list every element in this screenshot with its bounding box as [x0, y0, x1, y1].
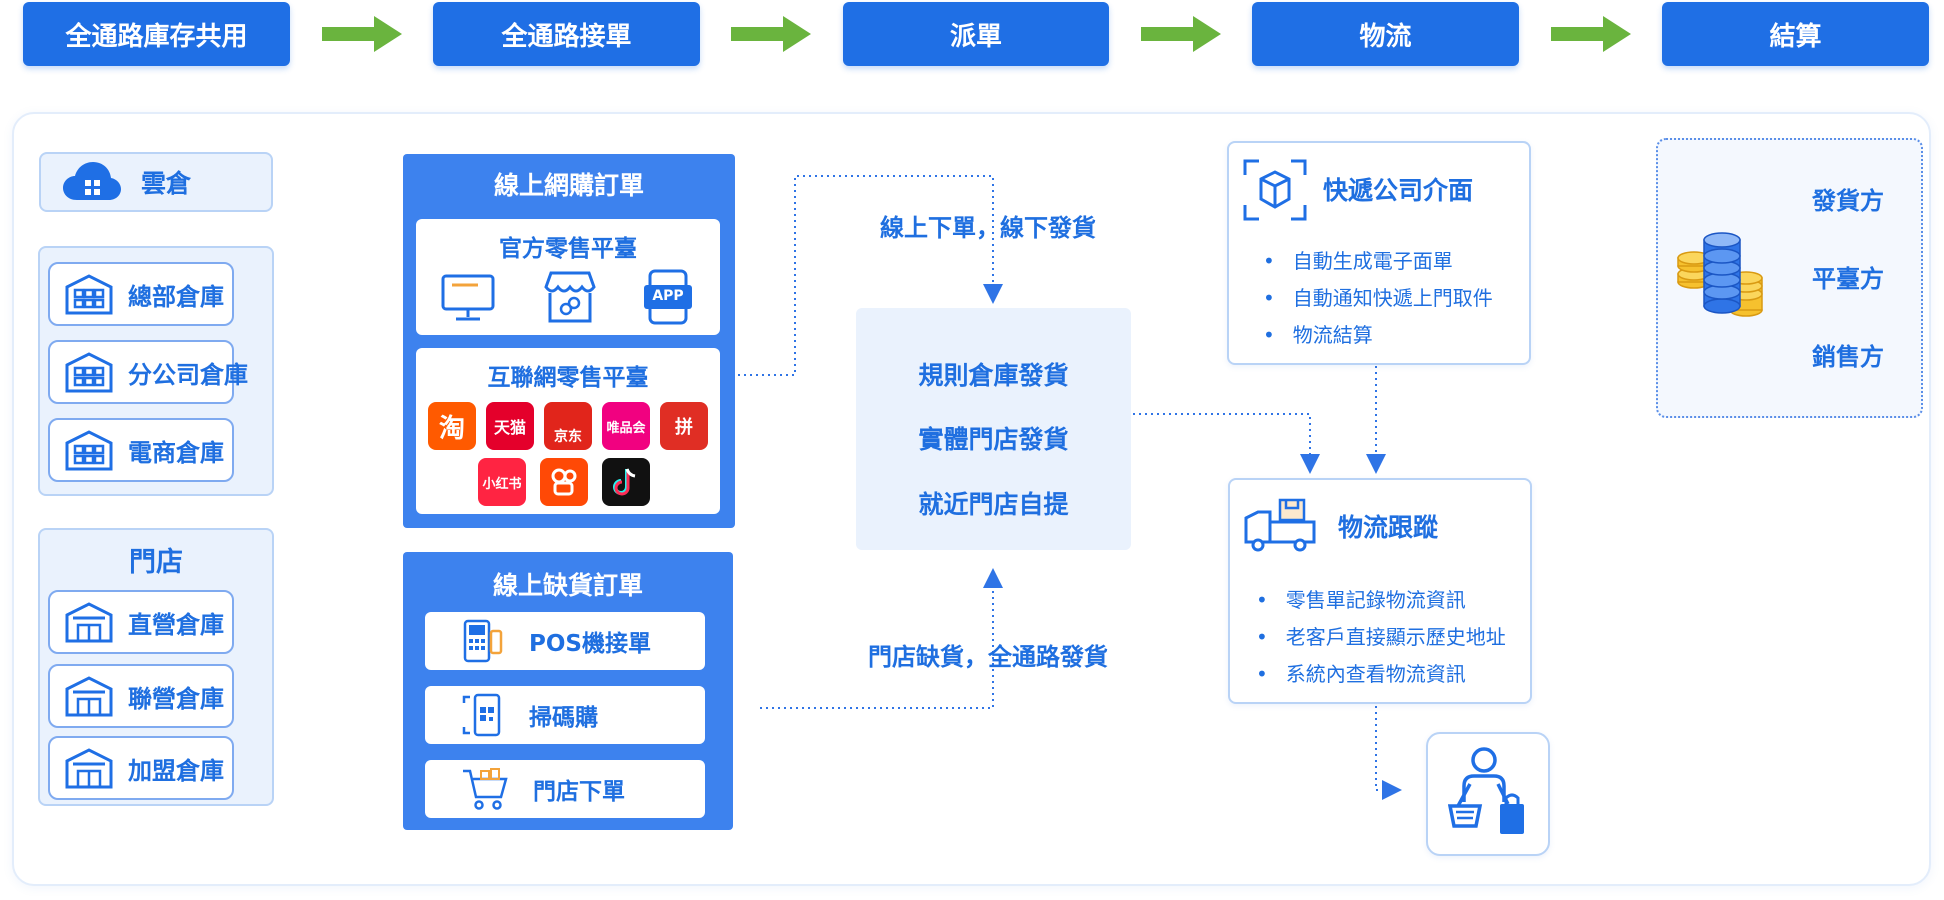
flow-step-orders: 全通路接單: [433, 2, 700, 66]
store-warehouse-icon: [65, 748, 113, 789]
flow-step-settlement: 結算: [1662, 2, 1929, 66]
warehouse-label: 電商倉庫: [128, 438, 224, 467]
dispatch-rule: 就近門店自提: [918, 490, 1069, 519]
store-order-label: 門店下單: [533, 779, 625, 805]
shortage-orders-panel: 線上缺貨訂單 POS機接單 掃碼購 門店下單: [403, 552, 733, 830]
xiaohongshu-logo[interactable]: 小红书: [478, 458, 526, 506]
main-warehouse-group: 總部倉庫 分公司倉庫 電商倉庫: [38, 246, 274, 496]
settlement-party: 銷售方: [1812, 343, 1884, 371]
courier-interface-card: 快遞公司介面 自動生成電子面單 自動通知快遞上門取件 物流結算: [1227, 141, 1531, 365]
dispatch-rule: 規則倉庫發貨: [918, 361, 1069, 390]
taobao-logo[interactable]: 淘: [428, 402, 476, 450]
cloud-icon: [63, 162, 121, 200]
logistics-tracking-card: 物流跟蹤 零售單記錄物流資訊 老客戶直接顯示歷史地址 系統內查看物流資訊: [1228, 478, 1532, 704]
dispatch-top-label: 線上下單，線下發貨: [880, 214, 1096, 242]
coins-icon: [1677, 232, 1763, 317]
warehouse-label: 加盟倉庫: [128, 756, 224, 785]
shopper-icon: [1448, 747, 1524, 834]
pos-terminal-icon: [463, 619, 503, 663]
warehouse-icon: [65, 274, 113, 315]
store-order-row[interactable]: 門店下單: [425, 760, 705, 818]
arrow-right-icon: [1141, 16, 1221, 52]
courier-feature: 自動生成電子面單: [1263, 245, 1453, 274]
scan-order-label: 掃碼購: [529, 705, 598, 731]
shopping-cart-icon: [463, 768, 508, 810]
customer-box: [1426, 732, 1550, 856]
tracking-title: 物流跟蹤: [1338, 513, 1439, 542]
arrow-right-icon: [1551, 16, 1631, 52]
warehouse-icon: [65, 352, 113, 393]
desktop-icon[interactable]: [440, 273, 496, 323]
dispatch-rules-box: 規則倉庫發貨 實體門店發貨 就近門店自提: [856, 308, 1131, 550]
shortage-orders-title: 線上缺貨訂單: [492, 571, 643, 600]
app-icon[interactable]: APP: [644, 269, 692, 325]
cloud-warehouse-label: 雲倉: [141, 169, 192, 198]
arrow-right-icon: [731, 16, 811, 52]
settlement-box: 發貨方 平臺方 銷售方: [1656, 138, 1923, 418]
warehouse-icon: [65, 430, 113, 471]
store-warehouse-icon: [65, 602, 113, 643]
courier-feature: 物流結算: [1263, 319, 1373, 348]
settlement-party: 發貨方: [1812, 187, 1884, 215]
vip-logo[interactable]: 唯品会: [602, 402, 650, 450]
warehouse-label: 分公司倉庫: [128, 360, 248, 389]
warehouse-item-hq[interactable]: 總部倉庫: [48, 262, 234, 326]
internet-platform-box: 互聯網零售平臺 淘 天猫 京东 唯品会 拼 小红书: [416, 348, 720, 514]
scan-order-row[interactable]: 掃碼購: [425, 686, 705, 744]
tracking-feature: 零售單記錄物流資訊: [1256, 584, 1466, 613]
delivery-truck-icon: [1244, 498, 1316, 552]
warehouse-item-ecommerce[interactable]: 電商倉庫: [48, 418, 234, 482]
online-orders-title: 線上網購訂單: [493, 171, 644, 200]
flow-step-dispatch: 派單: [843, 2, 1109, 66]
arrow-right-icon: [322, 16, 402, 52]
scan-qr-icon: [462, 693, 501, 737]
warehouse-item-franchise[interactable]: 加盟倉庫: [48, 736, 234, 800]
store-group-title: 門店: [129, 547, 183, 578]
warehouse-item-branch[interactable]: 分公司倉庫: [48, 340, 248, 404]
mini-program-store-icon[interactable]: [542, 269, 598, 325]
tracking-feature: 系統內查看物流資訊: [1256, 658, 1466, 687]
flow-step-inventory: 全通路庫存共用: [23, 2, 290, 66]
pinduoduo-logo[interactable]: 拼: [660, 402, 708, 450]
warehouse-label: 聯營倉庫: [128, 684, 224, 713]
settlement-party: 平臺方: [1812, 265, 1884, 293]
store-warehouse-icon: [65, 676, 113, 717]
internet-platform-title: 互聯網零售平臺: [487, 365, 649, 391]
courier-feature: 自動通知快遞上門取件: [1263, 282, 1493, 311]
app-text: APP: [652, 288, 684, 304]
store-warehouse-group: 門店 直營倉庫 聯營倉庫 加盟倉庫: [38, 528, 274, 806]
cloud-warehouse: 雲倉: [39, 152, 273, 212]
warehouse-label: 直營倉庫: [128, 610, 224, 639]
package-scan-icon: [1243, 159, 1307, 221]
official-platform-box: 官方零售平臺 APP: [416, 219, 720, 335]
flow-step-logistics: 物流: [1252, 2, 1519, 66]
kuaishou-logo[interactable]: [540, 458, 588, 506]
warehouse-item-direct[interactable]: 直營倉庫: [48, 590, 234, 654]
courier-title: 快遞公司介面: [1323, 176, 1474, 205]
warehouse-item-joint[interactable]: 聯營倉庫: [48, 664, 234, 728]
dispatch-rule: 實體門店發貨: [918, 425, 1069, 454]
jd-logo[interactable]: 京东: [544, 402, 592, 450]
official-platform-title: 官方零售平臺: [499, 236, 637, 262]
douyin-logo[interactable]: [602, 458, 650, 506]
warehouse-label: 總部倉庫: [128, 282, 224, 311]
tracking-feature: 老客戶直接顯示歷史地址: [1256, 621, 1506, 650]
dispatch-bottom-label: 門店缺貨，全通路發貨: [868, 643, 1108, 671]
tmall-logo[interactable]: 天猫: [486, 402, 534, 450]
online-orders-panel: 線上網購訂單 官方零售平臺 APP 互聯網零售平臺 淘 天猫 京东 唯品会 拼 …: [403, 154, 735, 528]
pos-order-row[interactable]: POS機接單: [425, 612, 705, 670]
pos-order-label: POS機接單: [529, 631, 651, 657]
